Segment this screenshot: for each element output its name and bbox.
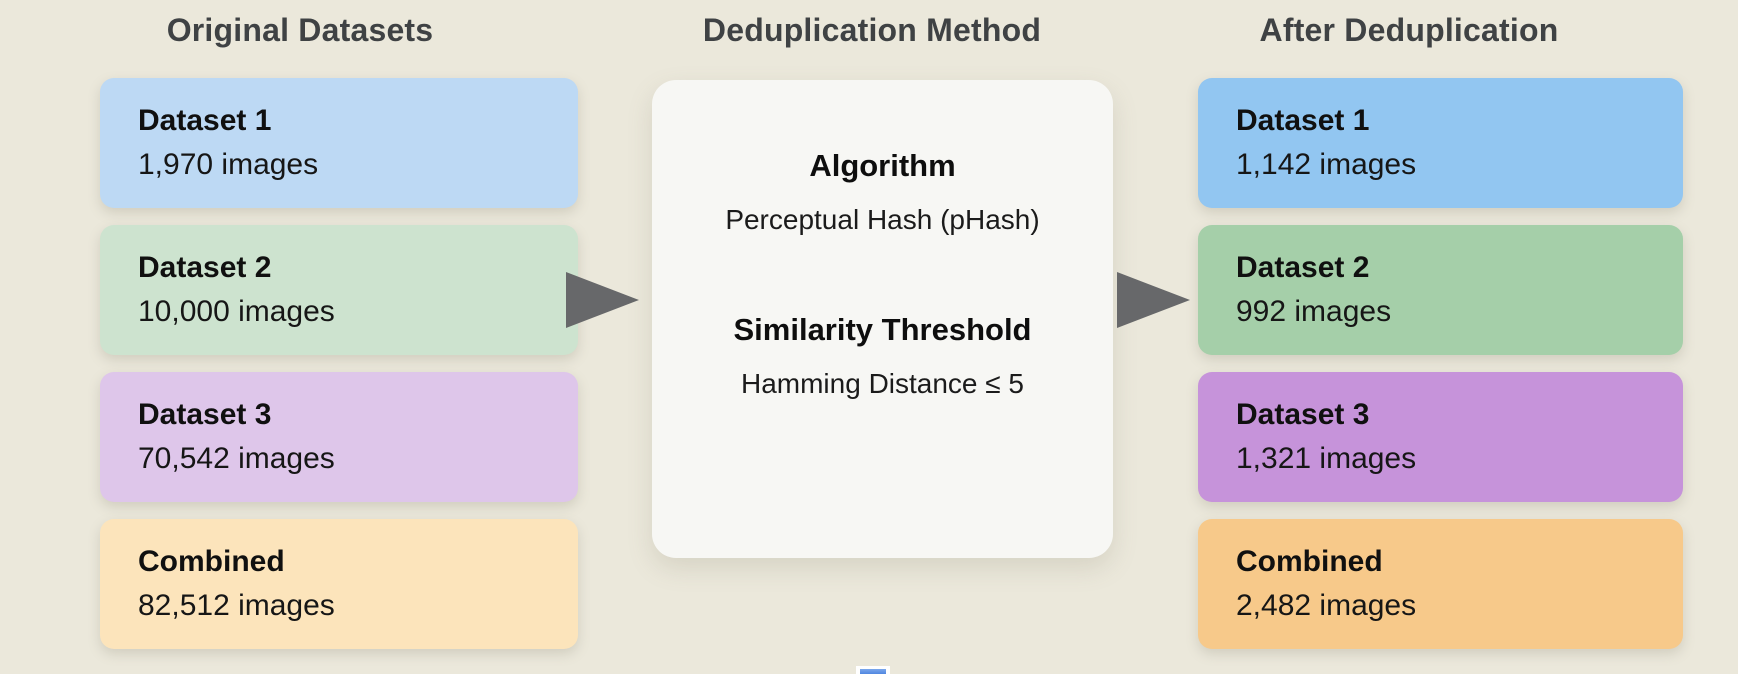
column-title-after: After Deduplication <box>1259 12 1559 48</box>
dataset-box-after-3: Dataset 3 1,321 images <box>1198 372 1683 502</box>
dataset-count: 10,000 images <box>138 295 335 328</box>
dataset-box-after-1: Dataset 1 1,142 images <box>1198 78 1683 208</box>
algorithm-detail: Perceptual Hash (pHash) <box>725 204 1040 235</box>
dataset-label: Dataset 3 <box>138 398 272 431</box>
method-section-threshold: Similarity Threshold Hamming Distance ≤ … <box>652 312 1113 400</box>
dataset-label: Dataset 1 <box>138 104 272 137</box>
column-title-original: Original Datasets <box>166 12 434 48</box>
dataset-count: 82,512 images <box>138 589 335 622</box>
dataset-label: Combined <box>138 545 285 578</box>
cutoff-thumbnail-artifact <box>856 666 890 674</box>
dataset-box-after-2: Dataset 2 992 images <box>1198 225 1683 355</box>
dataset-label: Dataset 2 <box>138 251 272 284</box>
dataset-count: 2,482 images <box>1236 589 1417 622</box>
dataset-label: Dataset 2 <box>1236 251 1370 284</box>
dataset-label: Combined <box>1236 545 1383 578</box>
flow-arrow-right-icon <box>566 272 639 328</box>
dataset-box-original-1: Dataset 1 1,970 images <box>100 78 578 208</box>
dataset-box-original-3: Dataset 3 70,542 images <box>100 372 578 502</box>
dataset-label: Dataset 1 <box>1236 104 1370 137</box>
algorithm-heading: Algorithm <box>809 148 956 183</box>
flow-arrow-right-icon <box>1117 272 1190 328</box>
dataset-label: Dataset 3 <box>1236 398 1370 431</box>
dataset-count: 1,970 images <box>138 148 319 181</box>
dataset-box-after-combined: Combined 2,482 images <box>1198 519 1683 649</box>
method-card: Algorithm Perceptual Hash (pHash) Simila… <box>652 80 1113 558</box>
dataset-box-original-2: Dataset 2 10,000 images <box>100 225 578 355</box>
dataset-count: 992 images <box>1236 295 1392 328</box>
dataset-box-original-combined: Combined 82,512 images <box>100 519 578 649</box>
dataset-count: 1,142 images <box>1236 148 1417 181</box>
dataset-count: 70,542 images <box>138 442 335 475</box>
threshold-detail: Hamming Distance ≤ 5 <box>740 368 1025 399</box>
original-datasets-column: Dataset 1 1,970 images Dataset 2 10,000 … <box>100 78 578 649</box>
method-section-algorithm: Algorithm Perceptual Hash (pHash) <box>652 148 1113 236</box>
cutoff-thumbnail-bar-icon <box>860 669 886 674</box>
threshold-heading: Similarity Threshold <box>733 312 1032 347</box>
dataset-count: 1,321 images <box>1236 442 1417 475</box>
column-title-method: Deduplication Method <box>702 12 1042 48</box>
after-deduplication-column: Dataset 1 1,142 images Dataset 2 992 ima… <box>1198 78 1683 649</box>
